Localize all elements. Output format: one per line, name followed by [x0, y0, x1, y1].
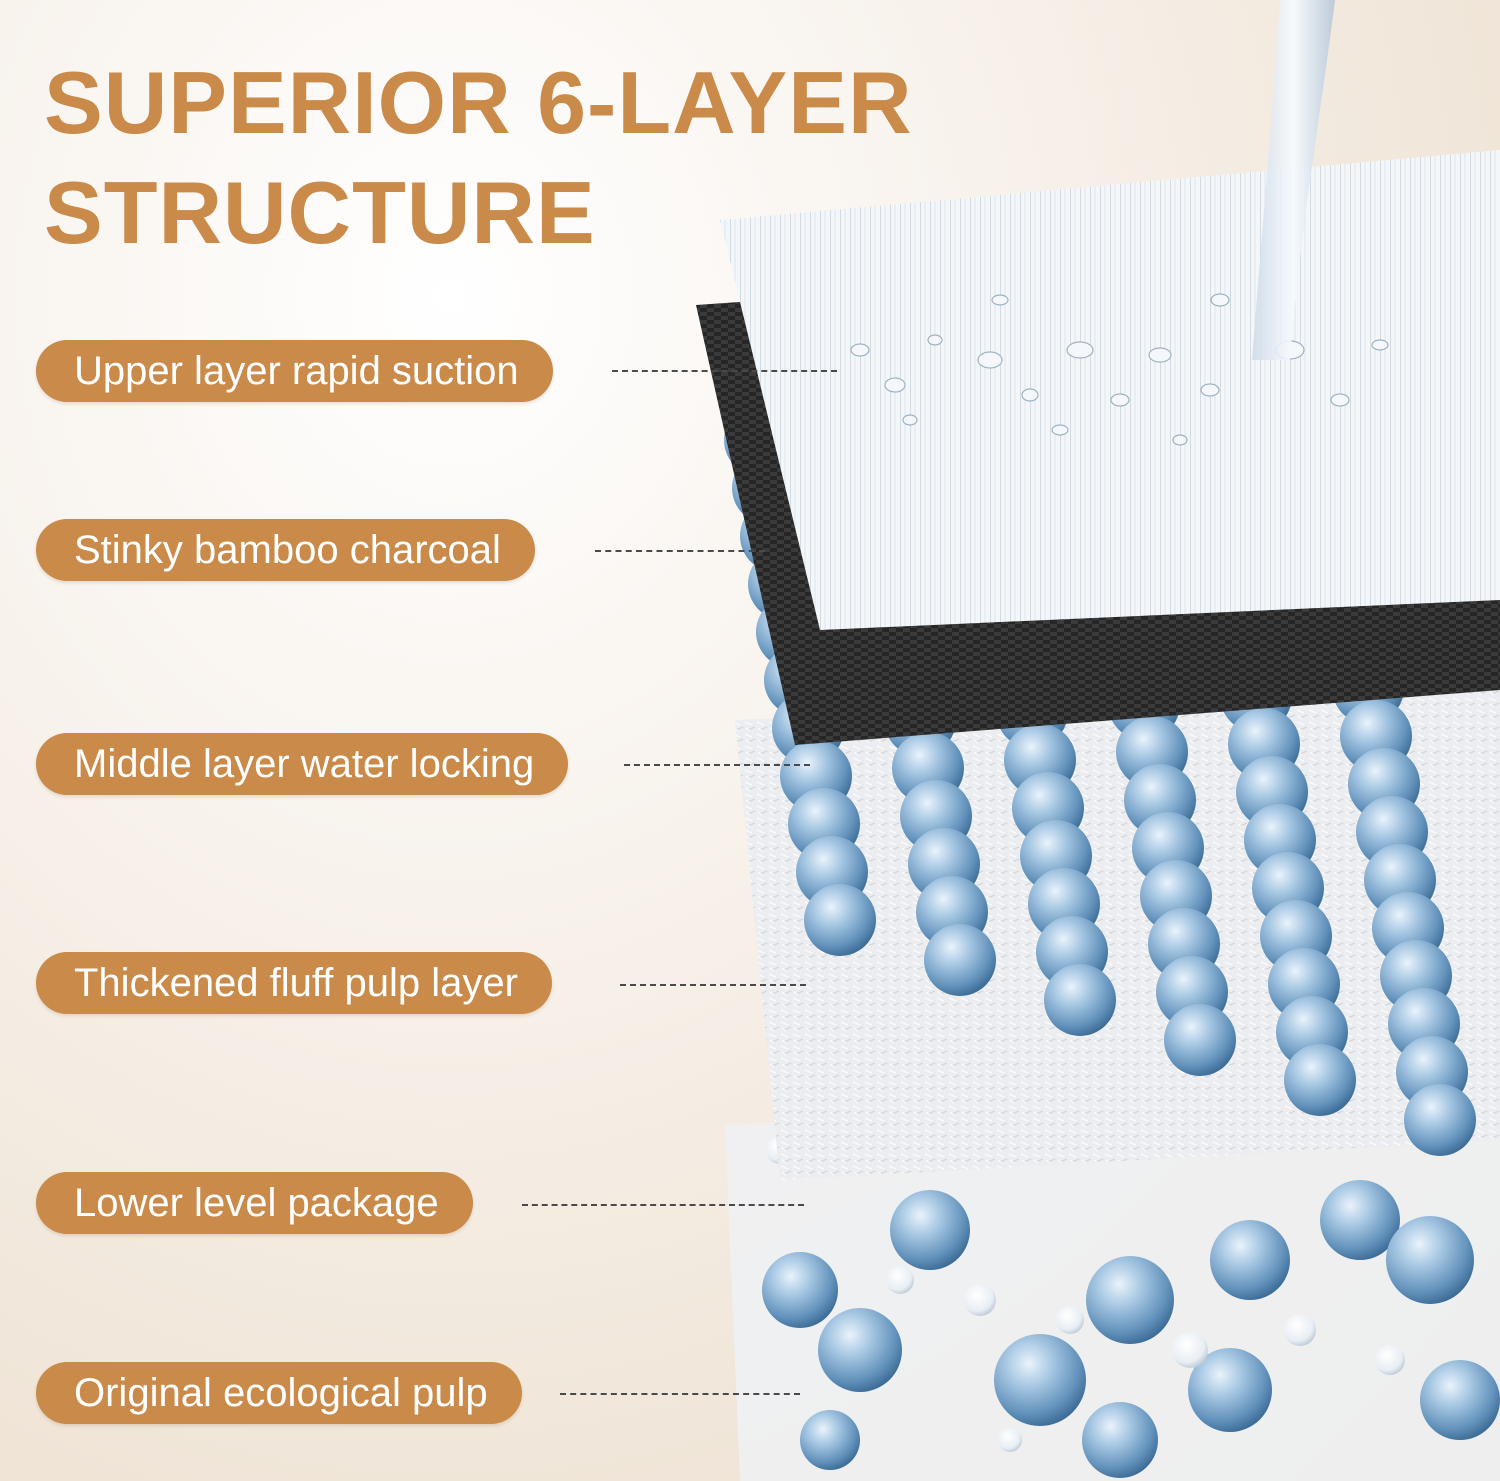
water-stream — [1252, 0, 1335, 360]
title-line-2: STRUCTURE — [44, 163, 596, 262]
bead — [1284, 1044, 1356, 1116]
bead — [1404, 1084, 1476, 1156]
leader-line-bamboo-charcoal — [595, 550, 765, 552]
page-title: SUPERIOR 6-LAYER STRUCTURE — [44, 48, 1004, 268]
leader-line-ecological-pulp — [560, 1393, 800, 1395]
bead — [924, 924, 996, 996]
leader-line-lower-level — [522, 1204, 804, 1206]
label-fluff-pulp: Thickened fluff pulp layer — [36, 952, 552, 1014]
loose-beads — [762, 1136, 1500, 1478]
label-upper-layer: Upper layer rapid suction — [36, 340, 553, 402]
upper-suction-layer — [720, 150, 1500, 630]
bead — [1164, 1004, 1236, 1076]
bead — [1044, 964, 1116, 1036]
title-line-1: SUPERIOR 6-LAYER — [44, 53, 913, 152]
label-ecological-pulp: Original ecological pulp — [36, 1362, 522, 1424]
leader-line-middle-layer — [624, 764, 810, 766]
bead — [804, 884, 876, 956]
leader-line-upper-layer — [612, 370, 837, 372]
label-middle-layer: Middle layer water locking — [36, 733, 569, 795]
label-lower-level: Lower level package — [36, 1172, 473, 1234]
label-bamboo-charcoal: Stinky bamboo charcoal — [36, 519, 535, 581]
leader-line-fluff-pulp — [620, 984, 806, 986]
